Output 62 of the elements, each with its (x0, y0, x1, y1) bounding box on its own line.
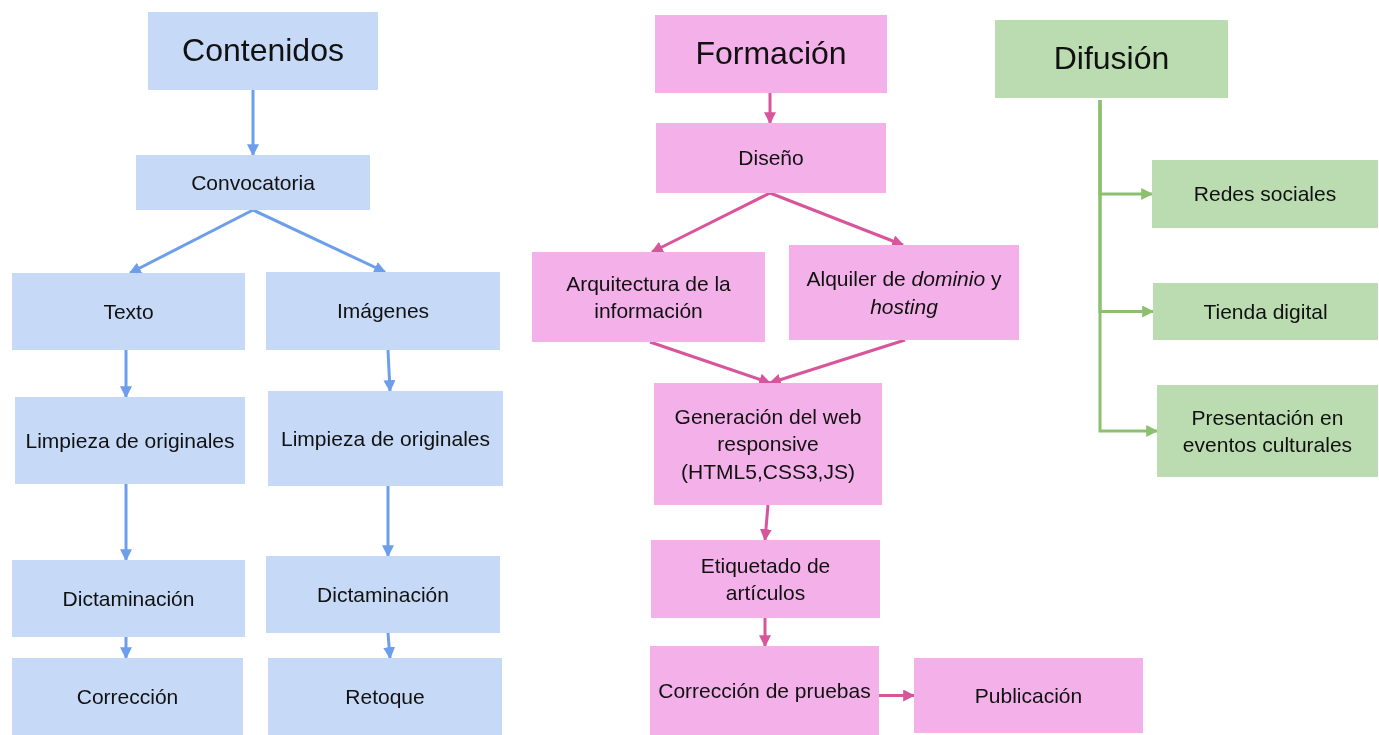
process-box (268, 391, 503, 486)
process-box (532, 252, 765, 342)
process-box (651, 540, 880, 618)
process-box (914, 658, 1143, 733)
process-box (12, 560, 245, 637)
arrow (1098, 100, 1159, 437)
arrow (128, 208, 254, 275)
node-label: Contenidos (182, 31, 344, 71)
process-box (1152, 160, 1378, 228)
heading-box (655, 15, 887, 93)
node-label: Diseño (738, 145, 804, 172)
node-label: Difusión (1053, 39, 1170, 79)
node-label: Imágenes (336, 298, 430, 325)
arrow (759, 504, 772, 542)
process-box (268, 658, 502, 735)
node-label: Alquiler de dominio y hosting (805, 266, 1003, 320)
node-label: Retoque (345, 683, 425, 710)
node-label: Formación (695, 34, 847, 74)
process-box (654, 383, 882, 505)
process-box (1153, 283, 1378, 340)
arrow (759, 618, 771, 648)
arrow (383, 632, 396, 660)
process-box (789, 245, 1019, 340)
node-label: Corrección (76, 683, 179, 710)
arrow (769, 191, 905, 247)
arrow (650, 191, 771, 254)
arrow (120, 637, 132, 660)
node-label: Generación del web responsive (HTML5,CSS3,JS) (673, 404, 863, 485)
node-label: Dictaminación (317, 581, 449, 608)
process-box (266, 556, 500, 633)
node-label: Convocatoria (191, 169, 315, 196)
arrow (382, 486, 394, 558)
arrow (252, 208, 387, 274)
arrow (764, 93, 776, 125)
arrow (120, 484, 132, 562)
node-label: Presentación en eventos culturales (1181, 404, 1354, 458)
process-box (12, 658, 243, 735)
process-box (136, 155, 370, 210)
process-box (650, 646, 879, 735)
process-box (656, 123, 886, 193)
node-label: Dictaminación (62, 585, 195, 612)
node-label: Texto (103, 298, 154, 325)
arrow (768, 338, 906, 386)
node-label: Arquitectura de la información (565, 270, 732, 324)
arrow (120, 350, 132, 399)
node-label: Tienda digital (1203, 298, 1328, 325)
process-box (12, 273, 245, 350)
heading-box (995, 20, 1228, 98)
node-label: Redes sociales (1193, 181, 1337, 208)
process-box (15, 397, 245, 484)
process-box (266, 272, 500, 350)
node-label: Publicación (974, 682, 1083, 709)
process-box (1157, 385, 1378, 477)
arrow (879, 689, 916, 702)
arrow (383, 349, 396, 393)
arrow (247, 90, 259, 157)
arrow (649, 340, 772, 386)
node-label: Limpieza de originales (281, 425, 490, 452)
node-label: Limpieza de originales (25, 427, 235, 454)
node-label: Etiquetado de artículos (699, 552, 832, 606)
node-label: Corrección de pruebas (658, 677, 871, 704)
heading-box (148, 12, 378, 90)
